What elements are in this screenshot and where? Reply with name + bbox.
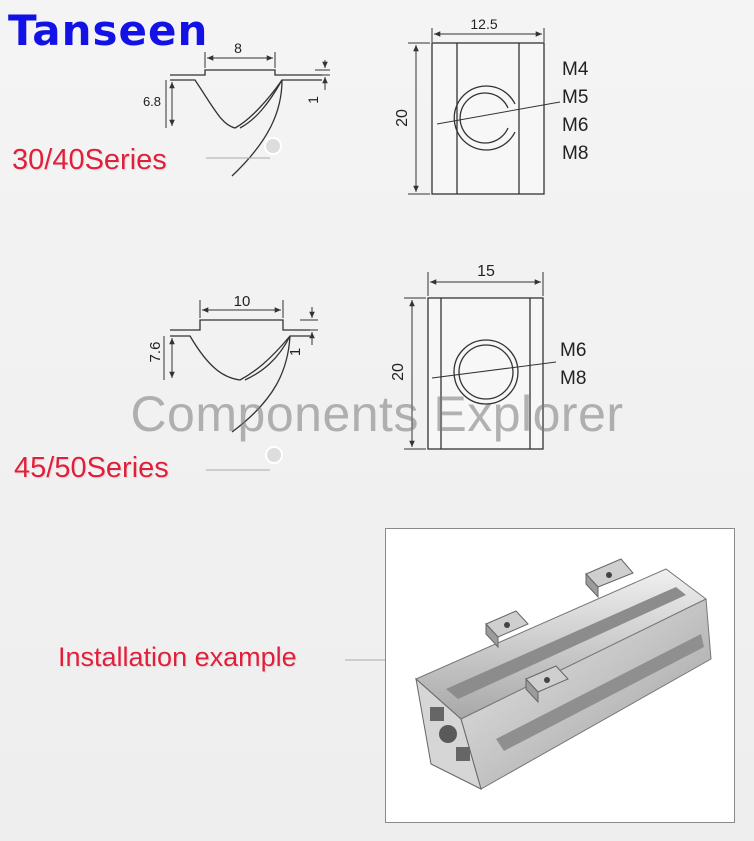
callout-dot-40 bbox=[264, 137, 282, 155]
profile-50-drawing bbox=[170, 319, 310, 433]
profile-50-dims bbox=[163, 300, 318, 471]
profile-40-dims bbox=[165, 52, 330, 159]
nut-50-thread-m6: M6 bbox=[560, 340, 586, 361]
brand-logo: Tanseen bbox=[8, 6, 209, 55]
watermark: Components Explorer bbox=[130, 386, 624, 442]
nut-40-thread-m8: M8 bbox=[562, 143, 588, 164]
nut-40-dims bbox=[408, 28, 561, 195]
nut-40-width: 12.5 bbox=[470, 16, 497, 32]
installation-photo bbox=[385, 528, 735, 823]
callout-dot-50 bbox=[265, 446, 283, 464]
nut-50-height: 20 bbox=[390, 363, 407, 381]
profile-40-drawing bbox=[170, 69, 322, 177]
installation-label: Installation example bbox=[58, 642, 297, 672]
installation-callout bbox=[345, 627, 437, 661]
extrusion-illustration bbox=[415, 558, 712, 790]
profile-50-lip: 1 bbox=[287, 348, 304, 356]
nut-40-thread-m4: M4 bbox=[562, 59, 589, 80]
series-50-label: 45/50Series bbox=[14, 452, 169, 484]
nut-50-thread-m8: M8 bbox=[560, 368, 586, 389]
dimension-drawings: 8 6.8 1 12.5 20 M4 M5 M6 M8 bbox=[143, 16, 589, 471]
nut-50-width: 15 bbox=[477, 263, 495, 280]
nut-40-thread-m5: M5 bbox=[562, 87, 588, 108]
nut-40-height: 20 bbox=[394, 109, 411, 127]
profile-50-top-width: 10 bbox=[234, 293, 251, 310]
profile-40-top-width: 8 bbox=[234, 40, 242, 56]
profile-50-height: 7.6 bbox=[147, 342, 164, 363]
series-40-label: 30/40Series bbox=[12, 144, 167, 176]
nut-40-drawing bbox=[431, 42, 545, 195]
nut-50-drawing bbox=[427, 297, 544, 450]
profile-40-height: 6.8 bbox=[143, 94, 161, 109]
nut-50-dims bbox=[404, 272, 557, 450]
nut-40-thread-m6: M6 bbox=[562, 115, 588, 136]
profile-40-lip: 1 bbox=[305, 96, 321, 104]
